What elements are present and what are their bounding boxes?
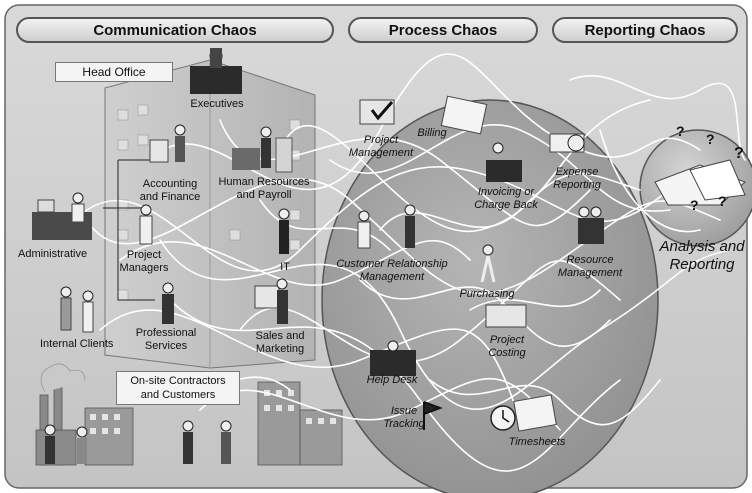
timesheets-label: Timesheets [508,436,566,448]
svg-text:?: ? [706,131,715,147]
svg-text:?: ? [676,123,685,139]
process-icons [357,95,604,432]
billing-label: Billing [417,127,447,139]
internal-clients-label: Internal Clients [40,338,114,350]
help-desk-label: Help Desk [366,374,418,386]
purchasing-label: Purchasing [459,288,515,300]
process-chaos-header: Process Chaos [348,17,538,43]
reporting-papers-icon: ? ? ? ? ? [654,123,746,213]
connector-arrows [103,159,155,301]
svg-text:?: ? [690,197,699,213]
head-office-label: Head Office [55,62,173,82]
it-label: IT [280,261,290,273]
administrative-label: Administrative [18,248,88,260]
factory-icon [35,363,86,466]
process-oval [321,99,659,493]
svg-text:?: ? [718,193,727,209]
people-icons [32,48,293,464]
reporting-chaos-header: Reporting Chaos [552,17,738,43]
svg-text:?: ? [734,145,744,162]
executives-label: Executives [190,98,244,110]
chaos-lines [79,53,746,472]
communication-chaos-header: Communication Chaos [16,17,334,43]
